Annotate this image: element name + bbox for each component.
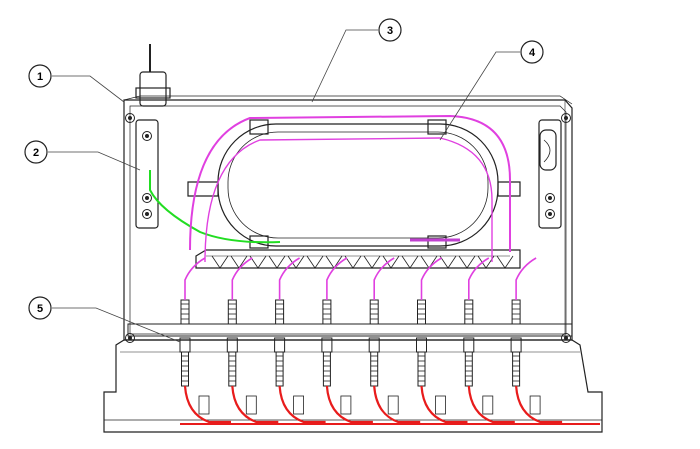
pigtail-fiber (420, 257, 442, 300)
screw-icon (561, 113, 571, 123)
comb-tooth (382, 255, 400, 269)
tray-slot (245, 395, 257, 415)
pigtail-fiber (468, 257, 490, 300)
comb-tooth (401, 255, 419, 269)
comb-tooth (439, 255, 457, 269)
red-output-cable (325, 385, 373, 424)
screw-icon (561, 333, 571, 343)
red-output-cable (183, 385, 231, 424)
callout-label: 2 (33, 147, 39, 159)
callout-label: 1 (37, 71, 43, 83)
pigtail-fibers (184, 257, 537, 300)
fiber-adapter (226, 299, 238, 387)
enclosure-outline (103, 44, 603, 433)
callout-4: 4 (520, 40, 544, 64)
tray-slot (482, 395, 494, 415)
fiber-adapter (463, 299, 475, 387)
fiber-adapter (179, 299, 191, 387)
fiber-adapter (416, 299, 427, 387)
red-output-cable (515, 385, 563, 424)
fiber-adapter (321, 299, 333, 387)
red-output-cable (278, 385, 326, 424)
tray-slot (198, 395, 210, 415)
adapter-array (179, 299, 522, 387)
pigtail-fiber (278, 257, 300, 300)
comb-tooth (211, 255, 229, 269)
comb-tooth (268, 255, 286, 269)
callout-1: 1 (28, 64, 52, 88)
callout-2: 2 (24, 140, 48, 164)
red-output-cable (231, 385, 279, 424)
pigtail-fiber (231, 257, 253, 300)
red-output-cable (373, 385, 421, 424)
screw-icon (545, 209, 555, 219)
red-output-cable (467, 385, 515, 424)
tray-slot (387, 395, 399, 415)
fiber-adapter (274, 299, 286, 387)
callout-label: 5 (37, 303, 43, 315)
tray-slot (435, 395, 446, 415)
fiber-routing (149, 114, 511, 263)
comb-tooth (344, 255, 362, 269)
mounting-screws (125, 113, 571, 343)
pigtail-fiber (515, 257, 537, 300)
comb-tooth (496, 255, 514, 269)
screw-icon (142, 131, 152, 141)
pigtail-fiber (373, 257, 395, 300)
screw-icon (125, 113, 135, 123)
callout-label: 4 (529, 47, 536, 59)
screw-icon (142, 209, 152, 219)
tray-slot (293, 395, 305, 415)
fiber-adapter (368, 299, 380, 387)
comb-tooth (287, 255, 305, 269)
tray-slots (198, 255, 541, 415)
red-output-cables (180, 385, 600, 425)
pigtail-fiber (326, 257, 348, 300)
magenta-fiber-loop (189, 114, 511, 252)
pigtail-fiber (184, 257, 206, 300)
callout-label: 3 (387, 25, 393, 37)
green-fiber-route (149, 170, 281, 244)
callout-3: 3 (378, 18, 402, 42)
screw-icon (545, 193, 555, 203)
comb-tooth (306, 255, 324, 269)
fiber-adapter (510, 299, 522, 387)
callout-leaders (48, 29, 520, 343)
screw-icon (142, 193, 152, 203)
comb-tooth (363, 255, 381, 269)
tray-slot (529, 395, 541, 415)
magenta-fiber-inner (204, 137, 493, 263)
screw-icon (125, 333, 135, 343)
comb-tooth (249, 255, 267, 269)
callout-5: 5 (28, 296, 52, 320)
tray-slot (340, 395, 352, 415)
red-output-cable (420, 385, 468, 424)
comb-tooth (458, 255, 476, 269)
callout-markers: 1 2 3 4 5 (24, 18, 544, 320)
comb-tooth (230, 255, 248, 269)
